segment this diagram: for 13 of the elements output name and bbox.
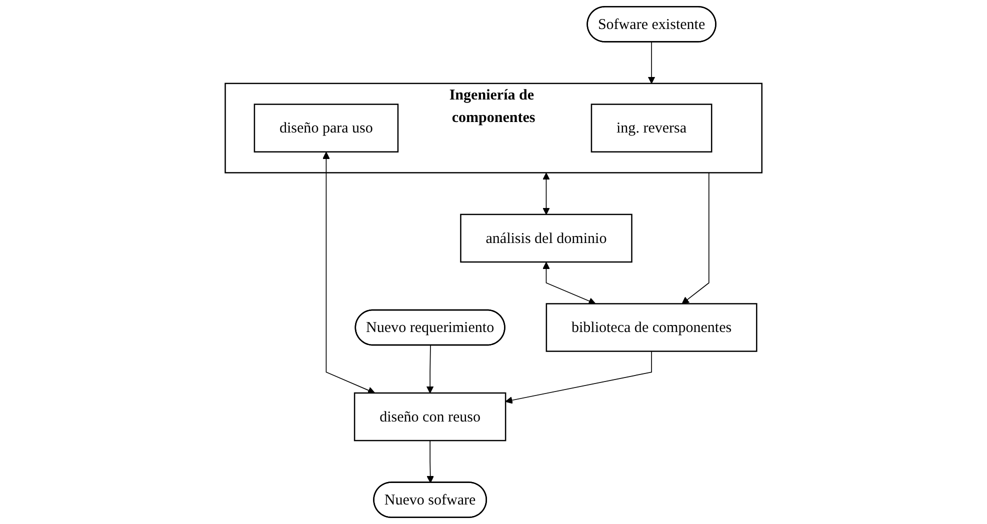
node-box: diseño con reuso bbox=[354, 392, 506, 442]
arrow bbox=[648, 41, 656, 84]
arrow bbox=[322, 152, 375, 394]
arrow bbox=[426, 345, 434, 394]
node-box: ing. reversa bbox=[590, 104, 712, 152]
arrow bbox=[505, 350, 652, 404]
node-box: análisis del dominio bbox=[460, 214, 632, 263]
arrow bbox=[682, 172, 710, 304]
node-box: diseño para uso bbox=[254, 104, 399, 152]
arrow bbox=[426, 440, 434, 484]
node-box: biblioteca de componentes bbox=[546, 303, 758, 352]
arrow bbox=[542, 262, 596, 305]
arrow bbox=[542, 172, 550, 215]
